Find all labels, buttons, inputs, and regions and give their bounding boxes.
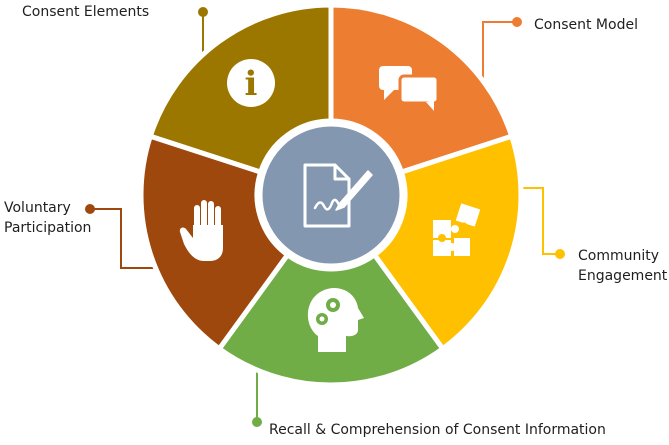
dot-consent-elements xyxy=(198,7,208,17)
svg-text:i: i xyxy=(245,64,258,104)
puzzle-icon xyxy=(433,203,481,256)
dot-recall-comprehension xyxy=(252,417,262,427)
label-consent-model: Consent Model xyxy=(534,17,638,33)
label-voluntary-participation-line2: Participation xyxy=(4,220,92,236)
label-consent-elements: Consent Elements xyxy=(22,4,150,20)
label-community-engagement-line2: Engagement xyxy=(578,268,668,284)
connector-dots xyxy=(85,7,565,427)
head-gears-icon xyxy=(307,288,364,352)
label-voluntary-participation: Voluntary Participation xyxy=(4,198,91,238)
connector-community-engagement xyxy=(515,187,558,255)
center-circle xyxy=(257,121,405,269)
info-icon: i xyxy=(227,59,275,107)
speech-bubbles-icon xyxy=(379,66,440,111)
hand-icon xyxy=(179,200,223,261)
connector-voluntary-participation xyxy=(90,208,157,269)
connector-consent-model xyxy=(482,21,517,80)
label-voluntary-participation-line1: Voluntary xyxy=(4,200,71,216)
label-community-engagement-line1: Community xyxy=(578,248,660,264)
dot-voluntary-participation xyxy=(85,204,95,214)
label-community-engagement: Community Engagement xyxy=(578,246,667,286)
document-signature-icon xyxy=(303,163,373,228)
dot-community-engagement xyxy=(555,249,565,259)
dot-consent-model xyxy=(512,17,522,27)
label-recall-comprehension: Recall & Comprehension of Consent Inform… xyxy=(269,422,606,438)
